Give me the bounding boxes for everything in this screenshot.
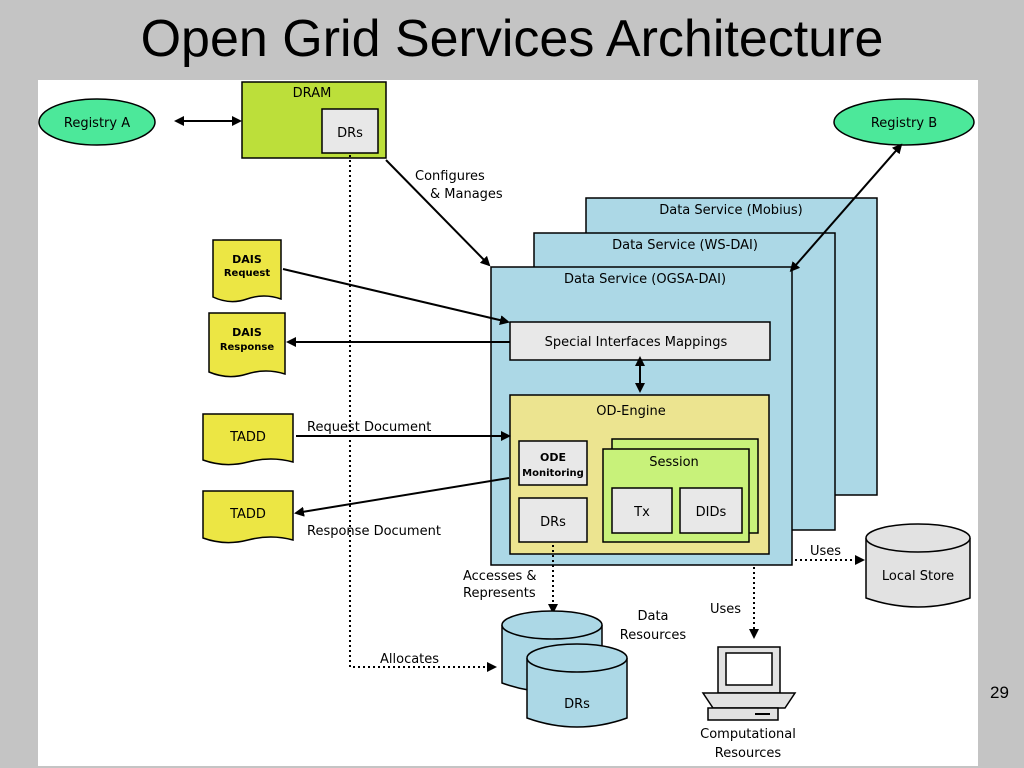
uses-local-store-label: Uses bbox=[810, 544, 841, 559]
dram-title: DRAM bbox=[293, 86, 332, 101]
configures-label-line2: & Manages bbox=[430, 187, 503, 202]
dram-drs-label: DRs bbox=[337, 126, 363, 141]
request-document-label: Request Document bbox=[307, 420, 431, 435]
tadd-response-document: TADD bbox=[202, 490, 294, 544]
ode-monitoring-box bbox=[518, 440, 588, 486]
dids-label: DIDs bbox=[696, 505, 727, 520]
od-engine-title: OD-Engine bbox=[596, 404, 666, 419]
dais-request-line1: DAIS bbox=[232, 253, 262, 266]
computer-icon bbox=[701, 646, 797, 721]
local-store-cylinder: Local Store bbox=[865, 523, 971, 608]
configures-label-line1: Configures bbox=[415, 169, 485, 184]
tx-label: Tx bbox=[633, 505, 650, 520]
registry-b-arrow bbox=[789, 143, 903, 273]
response-document-arrow bbox=[294, 477, 510, 517]
tadd-request-label: TADD bbox=[229, 430, 266, 445]
local-store-label: Local Store bbox=[882, 569, 954, 584]
accesses-label-line1: Accesses & bbox=[463, 569, 537, 584]
dids-box bbox=[679, 487, 743, 534]
dais-response-line1: DAIS bbox=[232, 326, 262, 339]
ode-monitoring-line1: ODE bbox=[540, 451, 566, 464]
registry-a-label: Registry A bbox=[64, 116, 130, 131]
configures-arrow bbox=[385, 159, 491, 267]
dais-response-document: DAIS Response bbox=[208, 312, 286, 378]
registry-a: Registry A bbox=[38, 98, 156, 146]
dais-response-line2: Response bbox=[220, 342, 275, 353]
accesses-label-line2: Represents bbox=[463, 586, 536, 601]
page-number: 29 bbox=[990, 683, 1009, 702]
data-service-mobius-label: Data Service (Mobius) bbox=[659, 203, 803, 218]
data-resources-label-line2: Resources bbox=[620, 628, 687, 643]
data-resources-label-line1: Data bbox=[637, 609, 668, 624]
od-engine-box: OD-Engine ODE Monitoring DRs Session Tx … bbox=[509, 394, 770, 555]
session-label: Session bbox=[649, 455, 699, 470]
od-engine-drs-box bbox=[518, 497, 588, 543]
od-engine-drs-label: DRs bbox=[540, 515, 566, 530]
data-service-wsdai-label: Data Service (WS-DAI) bbox=[612, 238, 758, 253]
response-document-label: Response Document bbox=[307, 524, 441, 539]
drs-cylinder-label: DRs bbox=[564, 697, 590, 712]
allocates-label: Allocates bbox=[380, 652, 439, 667]
allocates-dotted-line bbox=[349, 155, 497, 672]
special-interfaces-label: Special Interfaces Mappings bbox=[545, 335, 728, 350]
computational-label-line1: Computational bbox=[700, 727, 796, 742]
uses-computational-label: Uses bbox=[710, 602, 741, 617]
computational-label-line2: Resources bbox=[715, 746, 782, 761]
data-resources-cylinders: DRs bbox=[501, 610, 628, 728]
registry-b: Registry B bbox=[833, 98, 975, 146]
dais-request-arrow bbox=[282, 268, 510, 326]
dais-request-document: DAIS Request bbox=[212, 239, 282, 303]
slide-title: Open Grid Services Architecture bbox=[140, 10, 884, 68]
tadd-request-document: TADD bbox=[202, 413, 294, 466]
registry-b-label: Registry B bbox=[871, 116, 937, 131]
dram-box: DRAM DRs bbox=[241, 81, 387, 159]
tadd-response-label: TADD bbox=[229, 507, 266, 522]
tx-box bbox=[611, 487, 673, 534]
ode-monitoring-line2: Monitoring bbox=[522, 468, 584, 479]
special-interfaces-box: Special Interfaces Mappings bbox=[509, 321, 771, 361]
data-service-ogsadai-label: Data Service (OGSA-DAI) bbox=[564, 272, 726, 287]
dais-request-line2: Request bbox=[224, 268, 270, 279]
